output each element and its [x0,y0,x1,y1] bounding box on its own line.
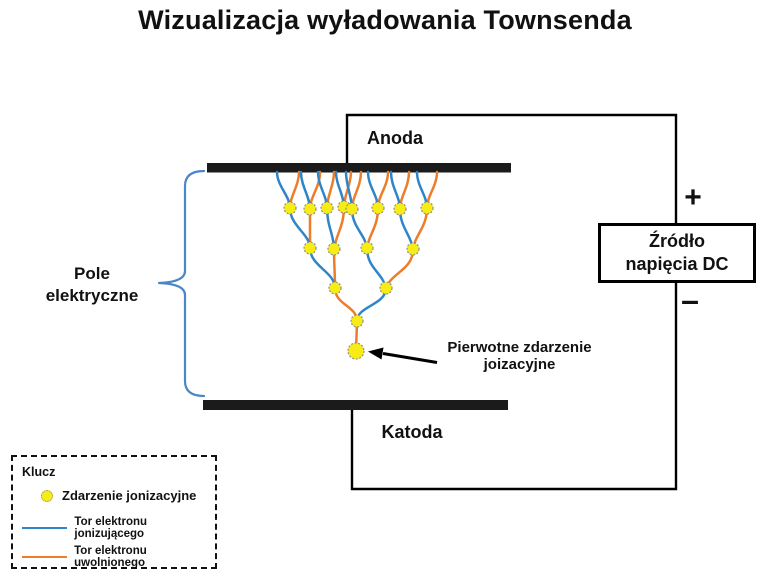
dc-voltage-source-box: Źródło napięcia DC [598,223,756,283]
anode-bar [207,163,511,173]
electric-field-label: Pole elektryczne [17,263,167,307]
legend-item-ionization-event: Zdarzenie jonizacyjne [41,488,196,503]
cathode-label: Katoda [381,422,443,442]
electric-field-brace [157,169,206,398]
released-path-swatch [22,555,68,559]
circuit-wires [345,113,678,491]
electron-avalanche [275,170,439,360]
page-title: Wizualizacja wyładowania Townsenda [138,5,632,35]
legend-item-label: Tor elektronu uwolnionego [74,545,147,569]
legend-item-released-path: Tor elektronu uwolnionego [22,545,215,569]
legend-item-label: Tor elektronu jonizującego [74,516,148,540]
anode-wire [345,113,678,223]
legend-item-label: Zdarzenie jonizacyjne [62,488,197,503]
voltage-source-line1: Źródło [649,231,705,251]
cathode-bar [203,400,508,410]
primary-event-arrow [368,347,438,364]
released-electron-paths [288,170,439,353]
anode-label: Anoda [367,128,423,148]
ionization-event-icon [41,489,53,502]
legend-box: Klucz Zdarzenie jonizacyjne Tor elektron… [11,455,217,569]
ionizing-path-swatch [22,526,68,530]
electric-field-label-line1: Pole [74,264,110,283]
primary-event-label-line2: joizacyjne [483,356,556,373]
negative-terminal-sign: – [681,282,699,318]
electric-field-label-line2: elektryczne [45,286,139,305]
primary-event-label: Pierwotne zdarzenie joizacyjne [437,339,602,373]
voltage-source-line2: napięcia DC [625,254,729,274]
legend-item-ionizing-path: Tor elektronu jonizującego [22,516,215,540]
positive-terminal-sign: + [684,181,702,214]
ionization-event-dots [283,200,434,360]
primary-ionization-dot [347,342,365,360]
cathode-wire [350,277,678,491]
primary-event-label-line1: Pierwotne zdarzenie [447,339,592,356]
legend-title: Klucz [22,465,56,479]
